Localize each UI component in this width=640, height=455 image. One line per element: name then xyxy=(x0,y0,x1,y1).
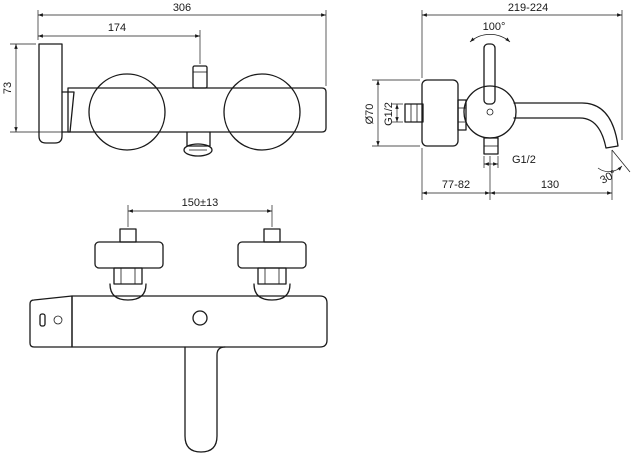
diverter-knob xyxy=(192,65,208,89)
right-hex-nut xyxy=(257,267,287,285)
top-spout xyxy=(184,346,226,453)
dim-projection: 219-224 xyxy=(508,2,548,14)
spout-aerator xyxy=(183,143,213,157)
hex-nut xyxy=(457,99,467,131)
dim-rotation: 100° xyxy=(483,21,506,33)
dim-spout-length: 130 xyxy=(541,179,559,191)
top-mixer-body xyxy=(71,295,328,348)
left-connection-disc xyxy=(88,73,166,151)
left-inlet-stub xyxy=(119,228,137,243)
dim-spout-angle: 30° xyxy=(598,168,618,187)
top-diverter xyxy=(192,310,208,326)
body-circle xyxy=(463,85,517,139)
right-inlet-stub xyxy=(263,228,281,243)
spout xyxy=(186,131,211,147)
dim-handle-offset: 174 xyxy=(108,22,126,34)
dim-body-diameter: Ø70 xyxy=(364,104,376,125)
inlet-connector xyxy=(404,103,424,123)
side-spout xyxy=(513,102,619,149)
dim-height: 73 xyxy=(2,82,14,94)
side-view: 219-224 100° Ø70 G1/2 G1/2 77-82 130 30° xyxy=(364,2,631,200)
left-escutcheon xyxy=(94,241,164,269)
lever-handle xyxy=(38,43,63,144)
left-connection-collar xyxy=(109,283,147,301)
right-connection-collar xyxy=(253,283,291,301)
side-lever xyxy=(483,43,496,105)
top-handle xyxy=(29,295,73,348)
left-hex-nut xyxy=(113,267,143,285)
right-connection-disc xyxy=(223,73,301,151)
top-view: 150±13 xyxy=(29,197,328,453)
dim-centres: 150±13 xyxy=(182,197,219,209)
wall-escutcheon xyxy=(421,79,459,147)
mixer-body xyxy=(67,87,327,133)
dim-inlet-thread: G1/2 xyxy=(383,102,395,126)
front-view: 306 174 73 xyxy=(2,2,327,157)
right-escutcheon xyxy=(237,241,307,269)
dim-wall-distance: 77-82 xyxy=(442,179,470,191)
dim-overall-width: 306 xyxy=(173,2,191,14)
handle-slot xyxy=(39,313,46,327)
dim-outlet-thread: G1/2 xyxy=(512,154,536,166)
